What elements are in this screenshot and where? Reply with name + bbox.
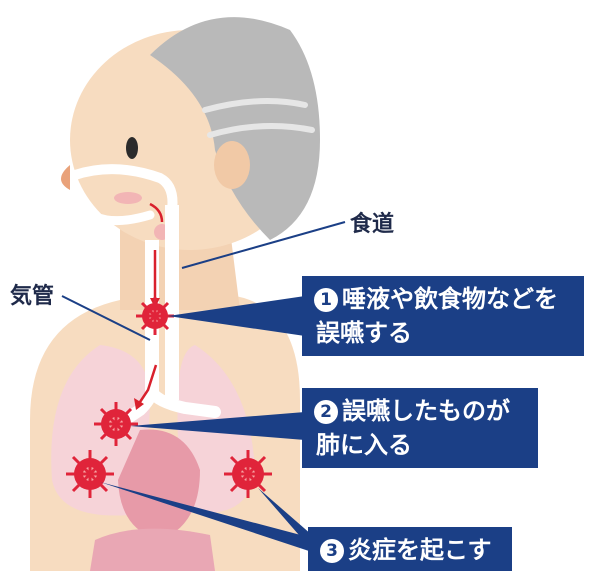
nose [61,165,70,190]
bacteria-lung-right [224,450,272,498]
ear [214,141,250,189]
callout-1-line1: 唾液や飲食物などを [342,285,558,313]
tongue [114,192,142,204]
step-number-3: 3 [320,539,344,563]
esophagus-label: 食道 [350,206,394,238]
eye [126,137,138,159]
trachea-label: 気管 [10,278,54,310]
step-number-2: 2 [314,400,338,424]
callout-1-line2: 誤嚥する [314,316,570,350]
callout-2-line1: 誤嚥したものが [342,397,510,425]
bacteria-lung-left [66,450,114,498]
stomach [90,529,215,571]
callout-3-line1: 炎症を起こす [348,536,492,564]
step-number-1: 1 [314,288,338,312]
callout-2-line2: 肺に入る [314,428,524,462]
